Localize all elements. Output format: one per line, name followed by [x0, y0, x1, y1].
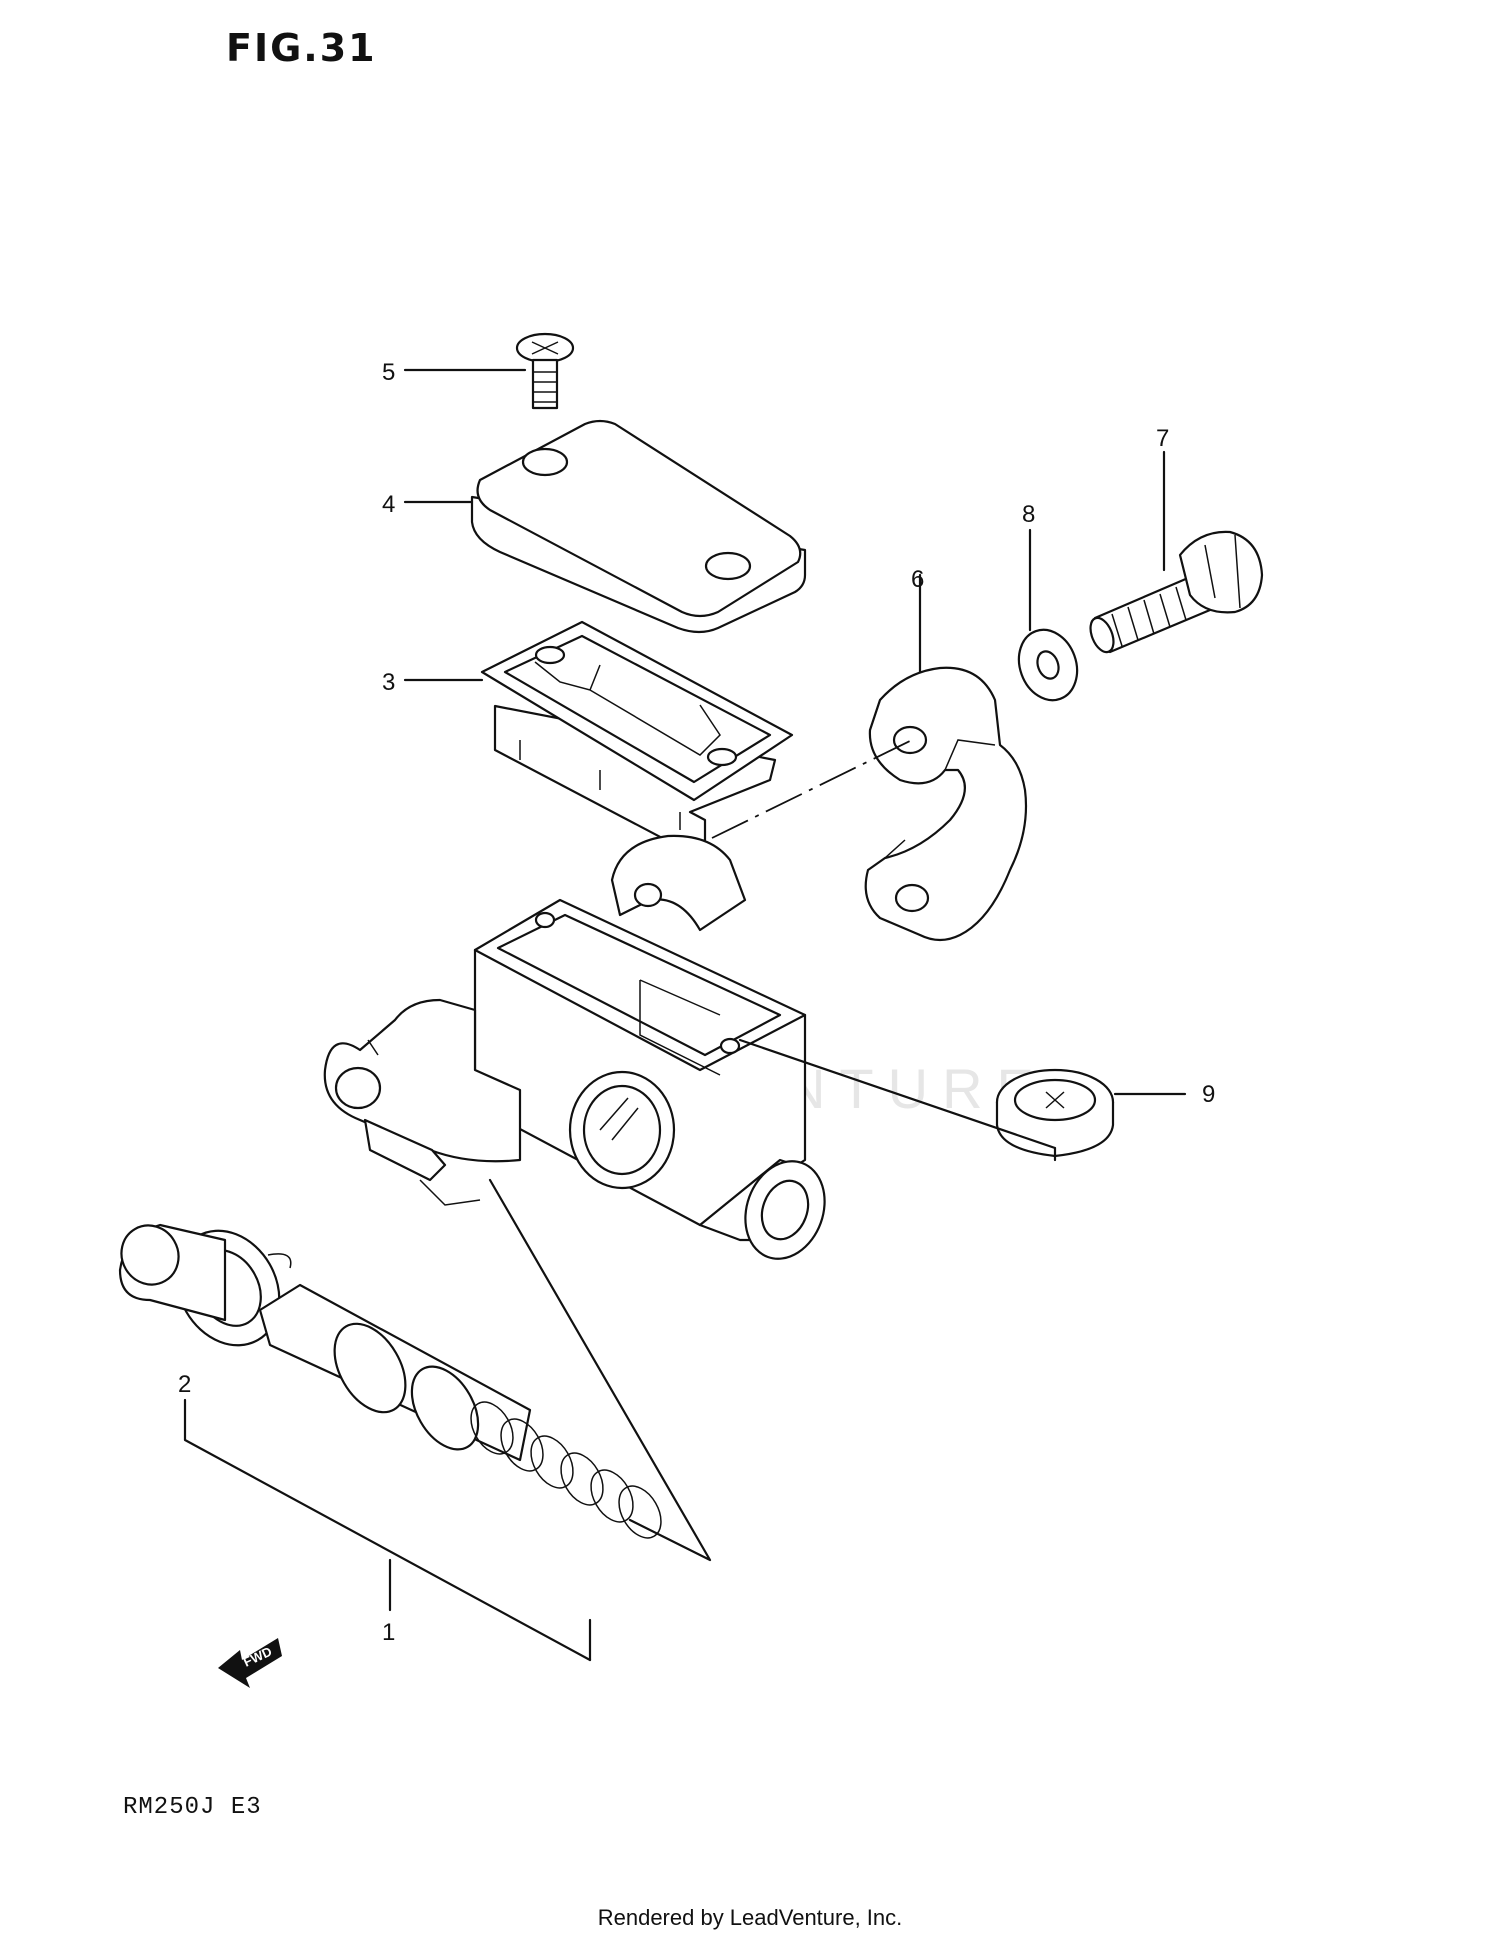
- footer-credit: Rendered by LeadVenture, Inc.: [597, 1905, 903, 1930]
- callout-2: 2: [178, 1371, 191, 1398]
- callout-7: 7: [1156, 425, 1169, 452]
- callout-6: 6: [911, 566, 924, 593]
- callout-1: 1: [382, 1619, 395, 1646]
- spring: [470, 1401, 662, 1539]
- callout-9: 9: [1202, 1081, 1215, 1108]
- master-cylinder-body: [323, 834, 826, 1260]
- alignment-line-clamp: [711, 739, 913, 839]
- part-4-reservoir-cap: [470, 419, 807, 634]
- callout-3: 3: [382, 669, 395, 696]
- callout-5: 5: [382, 359, 395, 386]
- figure-title: FIG.31: [226, 26, 377, 70]
- model-code: RM250J E3: [123, 1794, 262, 1821]
- part-9-boot: [995, 1068, 1115, 1158]
- callout-4: 4: [382, 491, 395, 518]
- part-5-screw: [515, 332, 575, 410]
- part-6-clamp: [864, 666, 1028, 942]
- part-1-piston-kit: [118, 1223, 662, 1539]
- fwd-arrow-icon: FWD: [218, 1638, 282, 1688]
- part-3-diaphragm: [480, 620, 794, 852]
- leader-lines: [183, 368, 1187, 1662]
- part-8-washer: [1017, 628, 1079, 702]
- callout-8: 8: [1022, 501, 1035, 528]
- part-7-bolt: [1089, 530, 1264, 654]
